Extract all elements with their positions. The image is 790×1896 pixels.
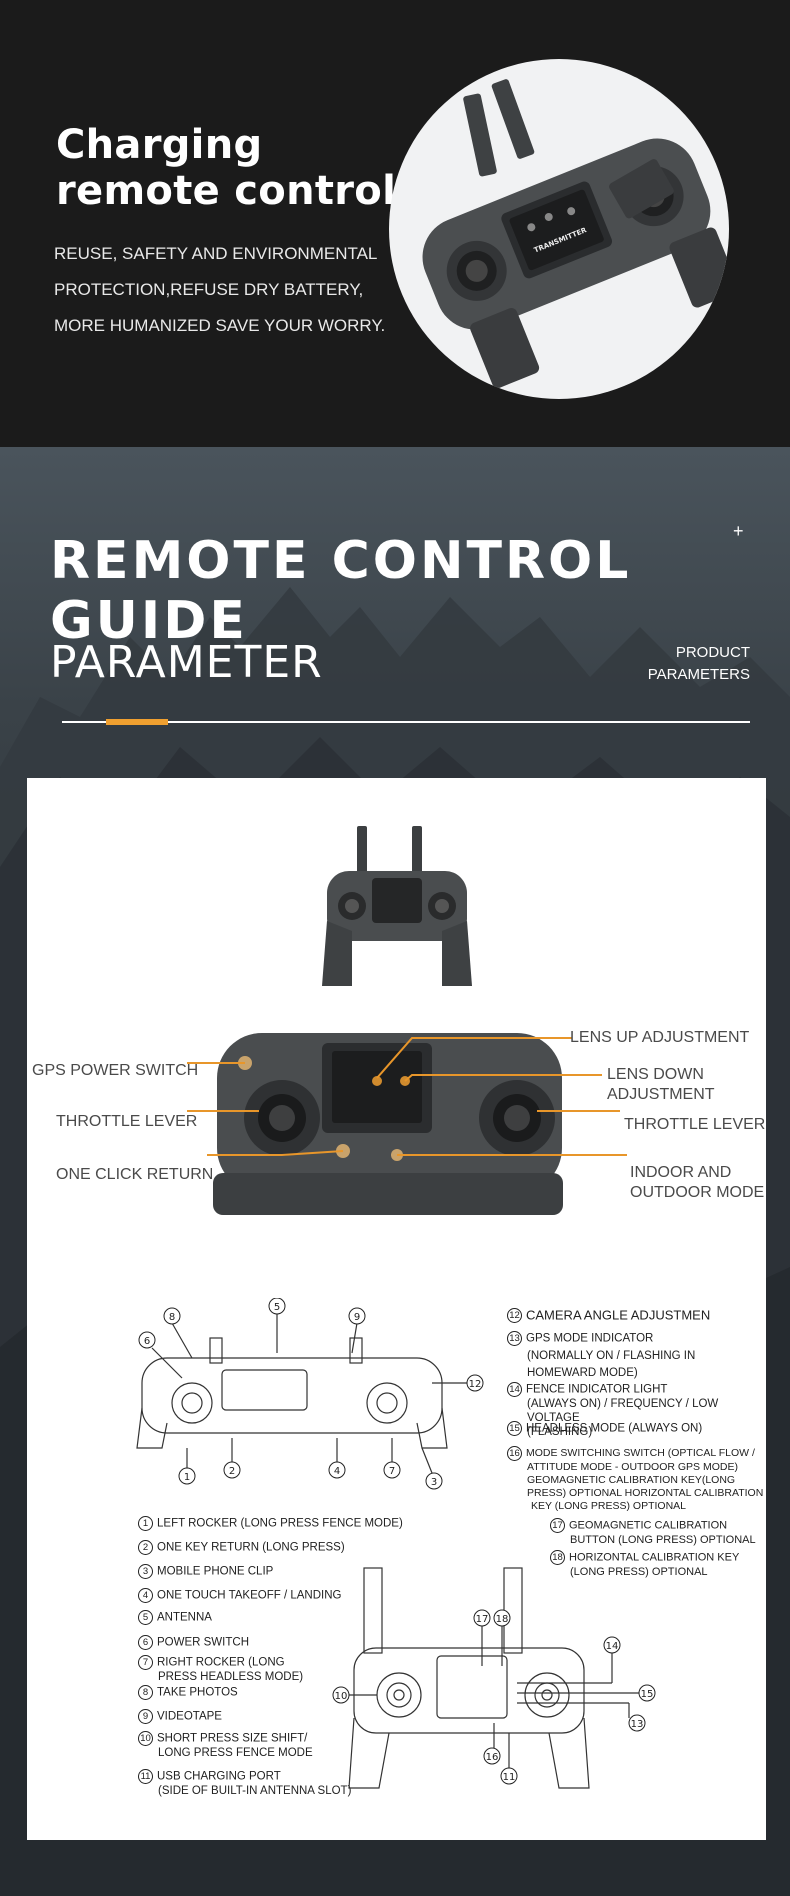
section-divider: [62, 721, 750, 723]
callout-number: 9: [354, 1312, 360, 1323]
remote-photo-small: [322, 826, 472, 986]
indoor-outdoor-label: INDOOR AND OUTDOOR MODE: [630, 1163, 764, 1203]
remote-line-drawing-bottom: 17 18 14 15 10 13 16 11: [332, 1567, 656, 1789]
callout-number: 3: [431, 1477, 437, 1488]
callout-number: 17: [476, 1614, 489, 1625]
remote-controller-illustration: TRANSMITTER: [422, 79, 729, 389]
callout-number: 6: [144, 1336, 150, 1347]
hero-subtitle: REUSE, SAFETY AND ENVIRONMENTAL PROTECTI…: [54, 236, 414, 344]
product-parameters-label: PRODUCT PARAMETERS: [648, 642, 750, 686]
hero-subtitle-line: REUSE, SAFETY AND ENVIRONMENTAL: [54, 244, 378, 263]
guide-title: REMOTE CONTROL GUIDE: [50, 531, 632, 651]
callout-number: 11: [503, 1772, 516, 1783]
hero-subtitle-line: MORE HUMANIZED SAVE YOUR WORRY.: [54, 316, 386, 335]
hero-subtitle-line: PROTECTION,REFUSE DRY BATTERY,: [54, 280, 364, 299]
gps-power-switch-label: GPS POWER SWITCH: [32, 1062, 199, 1079]
callout-number: 4: [334, 1466, 340, 1477]
one-click-return-label: ONE CLICK RETURN: [56, 1166, 214, 1183]
callout-number: 8: [169, 1312, 175, 1323]
parameter-heading: PARAMETER: [50, 637, 323, 688]
callout-number: 12: [469, 1379, 482, 1390]
callout-number: 10: [335, 1691, 348, 1702]
callout-number: 2: [229, 1466, 235, 1477]
remote-line-drawing-top: 8 5 9 6 12 1 2 4 7 3: [136, 1298, 484, 1490]
hero-product-image: TRANSMITTER: [389, 59, 729, 399]
remote-guide-card: GPS POWER SWITCH THROTTLE LEVER ONE CLIC…: [27, 778, 766, 1840]
throttle-lever-right-label: THROTTLE LEVER: [624, 1116, 766, 1133]
lens-down-line: ADJUSTMENT: [607, 1086, 715, 1103]
indoor-line: INDOOR AND: [630, 1164, 732, 1181]
callout-number: 7: [389, 1466, 395, 1477]
callout-number: 1: [184, 1472, 190, 1483]
parameters-line: PARAMETERS: [647, 666, 750, 683]
lens-down-line: LENS DOWN: [607, 1066, 704, 1083]
product-line: PRODUCT: [675, 644, 750, 661]
callout-number: 14: [606, 1641, 619, 1652]
lens-down-label: LENS DOWN ADJUSTMENT: [607, 1065, 715, 1105]
callout-number: 5: [274, 1302, 280, 1313]
hero-section: Charging remote control REUSE, SAFETY AN…: [0, 0, 790, 447]
divider-accent: [106, 719, 168, 725]
throttle-lever-left-label: THROTTLE LEVER: [56, 1113, 198, 1130]
callout-number: 18: [496, 1614, 509, 1625]
outdoor-line: OUTDOOR MODE: [630, 1184, 765, 1201]
lens-up-label: LENS UP ADJUSTMENT: [570, 1029, 750, 1046]
callout-number: 13: [631, 1719, 644, 1730]
plus-icon: +: [733, 521, 744, 541]
callout-number: 16: [486, 1752, 499, 1763]
callout-number: 15: [641, 1689, 654, 1700]
hero-title: Charging remote control: [56, 122, 397, 214]
remote-photo-annotated: [187, 1033, 627, 1215]
